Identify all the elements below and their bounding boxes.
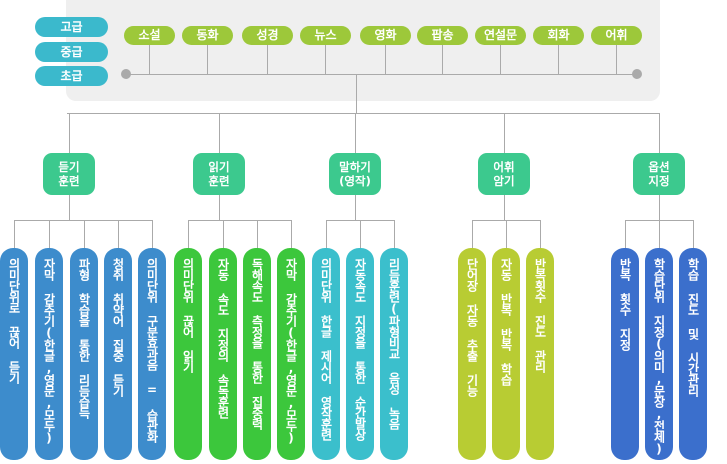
item-drop-line — [118, 220, 119, 248]
category-stem-line — [442, 45, 443, 74]
feature-label: 자동 반복 반복 학습 — [499, 258, 513, 385]
group-box[interactable]: 말하기 (영작) — [329, 153, 381, 195]
feature-label: 파형 학습을 통한 리듬습득 — [77, 258, 91, 418]
feature-bar[interactable]: 독해속도 측정을 통한 집중력 — [243, 248, 271, 460]
category-stem-line — [558, 45, 559, 74]
feature-bar[interactable]: 의미단위 끊어 읽기 — [174, 248, 202, 460]
branch-line — [188, 220, 292, 221]
item-drop-line — [506, 220, 507, 248]
feature-label: 단어장 자동 추출 기능 — [465, 258, 479, 396]
group-drop-line — [69, 113, 70, 153]
feature-bar[interactable]: 학습 진도 및 시간관리 — [679, 248, 707, 460]
item-drop-line — [257, 220, 258, 248]
feature-bar[interactable]: 청취 취약어 집중 듣기 — [104, 248, 132, 460]
category-pill[interactable]: 뉴스 — [300, 26, 351, 45]
item-drop-line — [659, 220, 660, 248]
group-stem-line — [504, 195, 505, 220]
item-drop-line — [188, 220, 189, 248]
connector-dot-left — [121, 69, 131, 79]
category-pill[interactable]: 회화 — [533, 26, 584, 45]
item-drop-line — [326, 220, 327, 248]
feature-bar[interactable]: 의미단위 한글 제시어 영작훈련 — [312, 248, 340, 460]
group-drop-line — [219, 113, 220, 153]
category-stem-line — [267, 45, 268, 74]
feature-label: 반복횟수 진도 관리 — [533, 258, 547, 372]
feature-label: 학습단위 지정(의미,문장,전체) — [652, 258, 666, 455]
level-advanced[interactable]: 고급 — [35, 17, 108, 37]
feature-label: 독해속도 측정을 통한 집중력 — [250, 258, 264, 429]
feature-label: 청취 취약어 집중 듣기 — [111, 258, 125, 396]
group-drop-line — [504, 113, 505, 153]
group-drop-line — [355, 113, 356, 153]
item-drop-line — [693, 220, 694, 248]
feature-bar[interactable]: 파형 학습을 통한 리듬습득 — [70, 248, 98, 460]
feature-label: 반복 횟수 지정 — [618, 258, 632, 350]
feature-label: 자동속도 지정을 통한 순간발상 — [353, 258, 367, 440]
feature-bar[interactable]: 의미단위로 끊어 듣기 — [0, 248, 28, 460]
category-pill[interactable]: 팝송 — [417, 26, 468, 45]
feature-label: 의미단위 구분효과음 = 습관화 — [145, 258, 159, 442]
group-box[interactable]: 옵션 지정 — [633, 153, 685, 195]
item-drop-line — [360, 220, 361, 248]
category-pill[interactable]: 성경 — [242, 26, 293, 45]
category-pill[interactable]: 연설문 — [475, 26, 526, 45]
item-drop-line — [625, 220, 626, 248]
level-beginner[interactable]: 초급 — [35, 66, 108, 86]
group-box[interactable]: 읽기 훈련 — [193, 153, 245, 195]
category-pill[interactable]: 동화 — [182, 26, 233, 45]
item-drop-line — [14, 220, 15, 248]
feature-label: 의미단위 한글 제시어 영작훈련 — [319, 258, 333, 440]
group-stem-line — [69, 195, 70, 220]
feature-bar[interactable]: 반복횟수 진도 관리 — [526, 248, 554, 460]
feature-bar[interactable]: 자동속도 지정을 통한 순간발상 — [346, 248, 374, 460]
category-pill[interactable]: 어휘 — [591, 26, 642, 45]
feature-bar[interactable]: 자막 감추기(한글,영문,모두) — [35, 248, 63, 460]
branch-line — [14, 220, 153, 221]
feature-label: 학습 진도 및 시간관리 — [686, 258, 700, 396]
feature-bar[interactable]: 리듬훈련(파형비교 음성 녹음 — [380, 248, 408, 460]
content-source-panel — [66, 0, 660, 101]
feature-label: 자동 속도 지정의 속독훈련 — [216, 258, 230, 418]
feature-bar[interactable]: 학습단위 지정(의미,문장,전체) — [645, 248, 673, 460]
feature-label: 의미단위 끊어 읽기 — [181, 258, 195, 372]
item-drop-line — [540, 220, 541, 248]
category-stem-line — [207, 45, 208, 74]
category-stem-line — [149, 45, 150, 74]
category-pill[interactable]: 영화 — [360, 26, 411, 45]
feature-bar[interactable]: 자동 속도 지정의 속독훈련 — [209, 248, 237, 460]
group-connector-line — [67, 113, 659, 114]
group-box[interactable]: 어휘 암기 — [478, 153, 530, 195]
group-stem-line — [355, 195, 356, 220]
item-drop-line — [49, 220, 50, 248]
category-pill[interactable]: 소설 — [124, 26, 175, 45]
group-box[interactable]: 듣기 훈련 — [43, 153, 95, 195]
group-stem-line — [659, 195, 660, 220]
trunk-line — [356, 74, 357, 113]
feature-bar[interactable]: 단어장 자동 추출 기능 — [458, 248, 486, 460]
feature-bar[interactable]: 의미단위 구분효과음 = 습관화 — [138, 248, 166, 460]
item-drop-line — [152, 220, 153, 248]
group-stem-line — [219, 195, 220, 220]
category-connector-line — [126, 74, 637, 75]
item-drop-line — [394, 220, 395, 248]
feature-label: 의미단위로 끊어 듣기 — [7, 258, 21, 383]
feature-bar[interactable]: 자동 반복 반복 학습 — [492, 248, 520, 460]
feature-bar[interactable]: 반복 횟수 지정 — [611, 248, 639, 460]
category-stem-line — [325, 45, 326, 74]
feature-label: 자막 감추기(한글,영문,모두) — [284, 258, 298, 444]
item-drop-line — [84, 220, 85, 248]
category-stem-line — [385, 45, 386, 74]
category-stem-line — [500, 45, 501, 74]
feature-bar[interactable]: 자막 감추기(한글,영문,모두) — [277, 248, 305, 460]
connector-dot-right — [632, 69, 642, 79]
feature-label: 자막 감추기(한글,영문,모두) — [42, 258, 56, 444]
group-drop-line — [659, 113, 660, 153]
category-stem-line — [616, 45, 617, 74]
feature-label: 리듬훈련(파형비교 음성 녹음 — [387, 258, 401, 429]
item-drop-line — [291, 220, 292, 248]
item-drop-line — [472, 220, 473, 248]
level-intermediate[interactable]: 중급 — [35, 42, 108, 62]
item-drop-line — [223, 220, 224, 248]
